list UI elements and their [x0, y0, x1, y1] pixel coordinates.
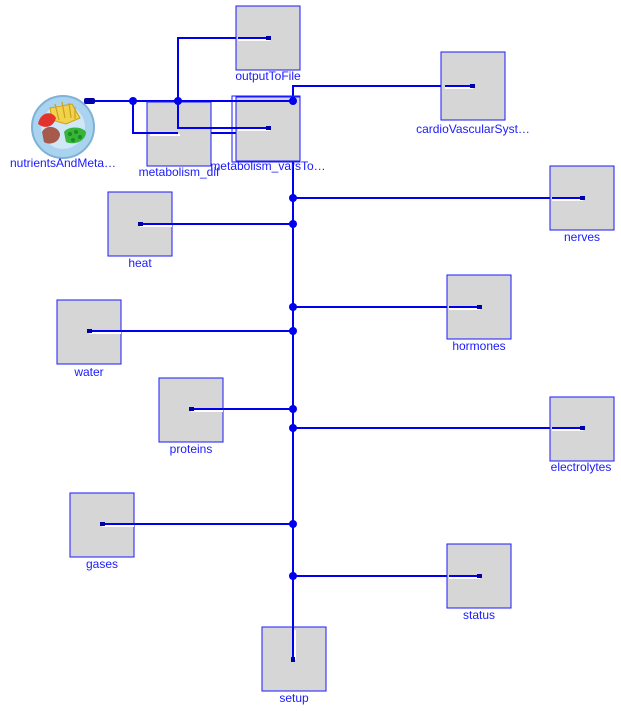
connector-port — [291, 657, 295, 662]
block-label: heat — [128, 256, 152, 270]
connector-port — [138, 222, 143, 226]
block-nutrients[interactable]: nutrientsAndMeta… — [10, 95, 116, 170]
connector-port — [100, 522, 105, 526]
block-metabolism-vars[interactable]: metabolism_varsTo… — [210, 95, 326, 173]
connector-port — [580, 426, 585, 430]
junction-node — [289, 194, 297, 202]
junction-node — [289, 303, 297, 311]
block-label: outputToFile — [235, 69, 301, 83]
block-label: nutrientsAndMeta… — [10, 156, 116, 170]
block-label: electrolytes — [551, 460, 612, 474]
junction-node — [174, 97, 182, 105]
connector-port — [477, 574, 482, 578]
junction-nodes — [129, 97, 297, 580]
block-label: setup — [279, 691, 309, 705]
junction-node — [289, 520, 297, 528]
junction-node — [289, 327, 297, 335]
block-hormones[interactable]: hormones — [446, 274, 512, 353]
block-label: proteins — [170, 442, 213, 456]
block-label: hormones — [452, 339, 505, 353]
block-proteins[interactable]: proteins — [158, 377, 224, 456]
block-cardio-vascular[interactable]: cardioVascularSyst… — [416, 51, 530, 136]
connector-port — [266, 126, 271, 130]
block-label: metabolism_varsTo… — [210, 159, 325, 173]
connector-port — [470, 84, 475, 88]
block-label: metabolism_dif — [139, 165, 220, 179]
metabolism-dif-wire-overlay — [132, 101, 178, 134]
block-label: cardioVascularSyst… — [416, 122, 530, 136]
metabolism-vars-wire-overlay — [177, 101, 240, 129]
block-label: water — [73, 365, 103, 379]
block-electrolytes[interactable]: electrolytes — [549, 396, 615, 474]
connector-port — [84, 98, 95, 104]
junction-node — [289, 405, 297, 413]
block-gases[interactable]: gases — [69, 492, 135, 571]
block-water[interactable]: water — [56, 299, 122, 379]
connector-port — [477, 305, 482, 309]
block-label: nerves — [564, 230, 600, 244]
connector-port — [189, 407, 194, 411]
block-label: gases — [86, 557, 118, 571]
connector-port — [580, 196, 585, 200]
connector-port — [87, 329, 92, 333]
connector-port — [266, 36, 271, 40]
food-plate-icon — [31, 95, 95, 159]
junction-node — [289, 97, 297, 105]
block-heat[interactable]: heat — [107, 191, 173, 270]
block-setup[interactable]: setup — [261, 626, 327, 705]
junction-node — [289, 572, 297, 580]
junction-node — [129, 97, 137, 105]
block-status[interactable]: status — [446, 543, 512, 622]
junction-node — [289, 424, 297, 432]
block-label: status — [463, 608, 495, 622]
block-metabolism-dif[interactable]: metabolism_dif — [139, 101, 220, 179]
block-nerves[interactable]: nerves — [549, 165, 615, 244]
junction-node — [289, 220, 297, 228]
block-output-to-file[interactable]: outputToFile — [235, 5, 301, 83]
